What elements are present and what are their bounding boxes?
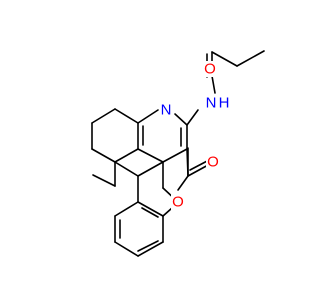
bond — [211, 51, 238, 67]
ring-oxygen: O — [171, 194, 185, 211]
bond — [137, 241, 164, 257]
bond — [162, 148, 188, 163]
bond — [137, 201, 164, 217]
bond — [174, 113, 188, 126]
bond — [137, 161, 164, 177]
bond — [236, 50, 265, 67]
bond — [137, 109, 159, 124]
bond — [114, 201, 139, 217]
bond — [114, 241, 139, 257]
bond — [137, 148, 164, 163]
bond — [137, 240, 159, 252]
atom-o-ring: O — [172, 194, 184, 211]
amide-carbonyl-oxygen: O — [203, 61, 217, 78]
bond — [211, 75, 216, 94]
atom-n-ring: N — [161, 102, 172, 119]
bond — [177, 175, 189, 191]
bond — [141, 207, 159, 218]
atom-o-amide: O — [204, 61, 216, 78]
bond — [186, 109, 199, 126]
atom-o-lactone-carbonyl: O — [207, 154, 219, 171]
amide-nitrogen: N H — [203, 95, 231, 112]
bond — [162, 207, 173, 217]
lactone-carbonyl-oxygen: O — [206, 154, 220, 171]
bond — [91, 108, 116, 124]
atom-h-amide: H — [219, 95, 230, 112]
structure-svg: N N H O O O — [91, 50, 265, 257]
bond — [114, 161, 139, 177]
bond — [114, 148, 139, 163]
ring-nitrogen: N — [159, 102, 173, 119]
bond — [91, 148, 116, 163]
atom-n-amide: N — [206, 95, 217, 112]
bond — [92, 174, 116, 187]
bond — [114, 108, 139, 124]
molecule-diagram: N N H O O O — [91, 50, 265, 257]
